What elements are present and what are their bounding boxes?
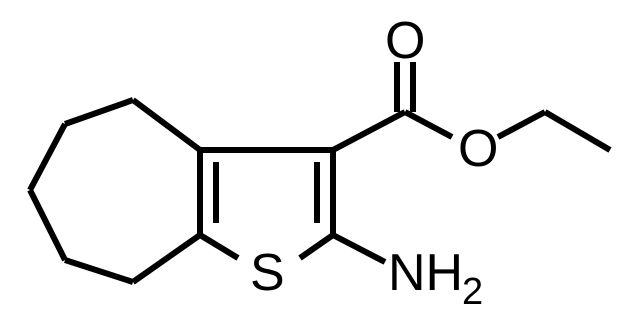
ester-oxygen-label: O: [458, 120, 498, 178]
bond-c6-c7: [27, 122, 68, 192]
bond-c3-carbonyl-carbon: [331, 109, 407, 153]
atom-labels: O O S NH 2: [250, 12, 498, 313]
carbonyl-oxygen-label: O: [385, 12, 425, 70]
bond-lines: [27, 62, 612, 285]
amine-main-label: NH: [388, 244, 463, 302]
bond-c5-c6: [64, 97, 134, 127]
bond-ester-o-ch2: [496, 109, 547, 140]
bond-c7-c8: [27, 188, 68, 262]
bond-c2-n: [331, 232, 387, 265]
bond-carbonyl-ester-o: [403, 109, 454, 140]
bond-c9-c9a: [131, 232, 202, 285]
bond-s1-c9a: [198, 232, 240, 261]
sulfur-label: S: [250, 244, 285, 302]
bond-c2-s1: [298, 232, 335, 261]
amine-label: NH 2: [388, 244, 483, 313]
amine-subscript-label: 2: [462, 271, 483, 313]
bond-ch2-ch3: [543, 109, 612, 153]
bond-c4-c5: [131, 97, 202, 153]
bond-c8-c9: [64, 257, 134, 285]
